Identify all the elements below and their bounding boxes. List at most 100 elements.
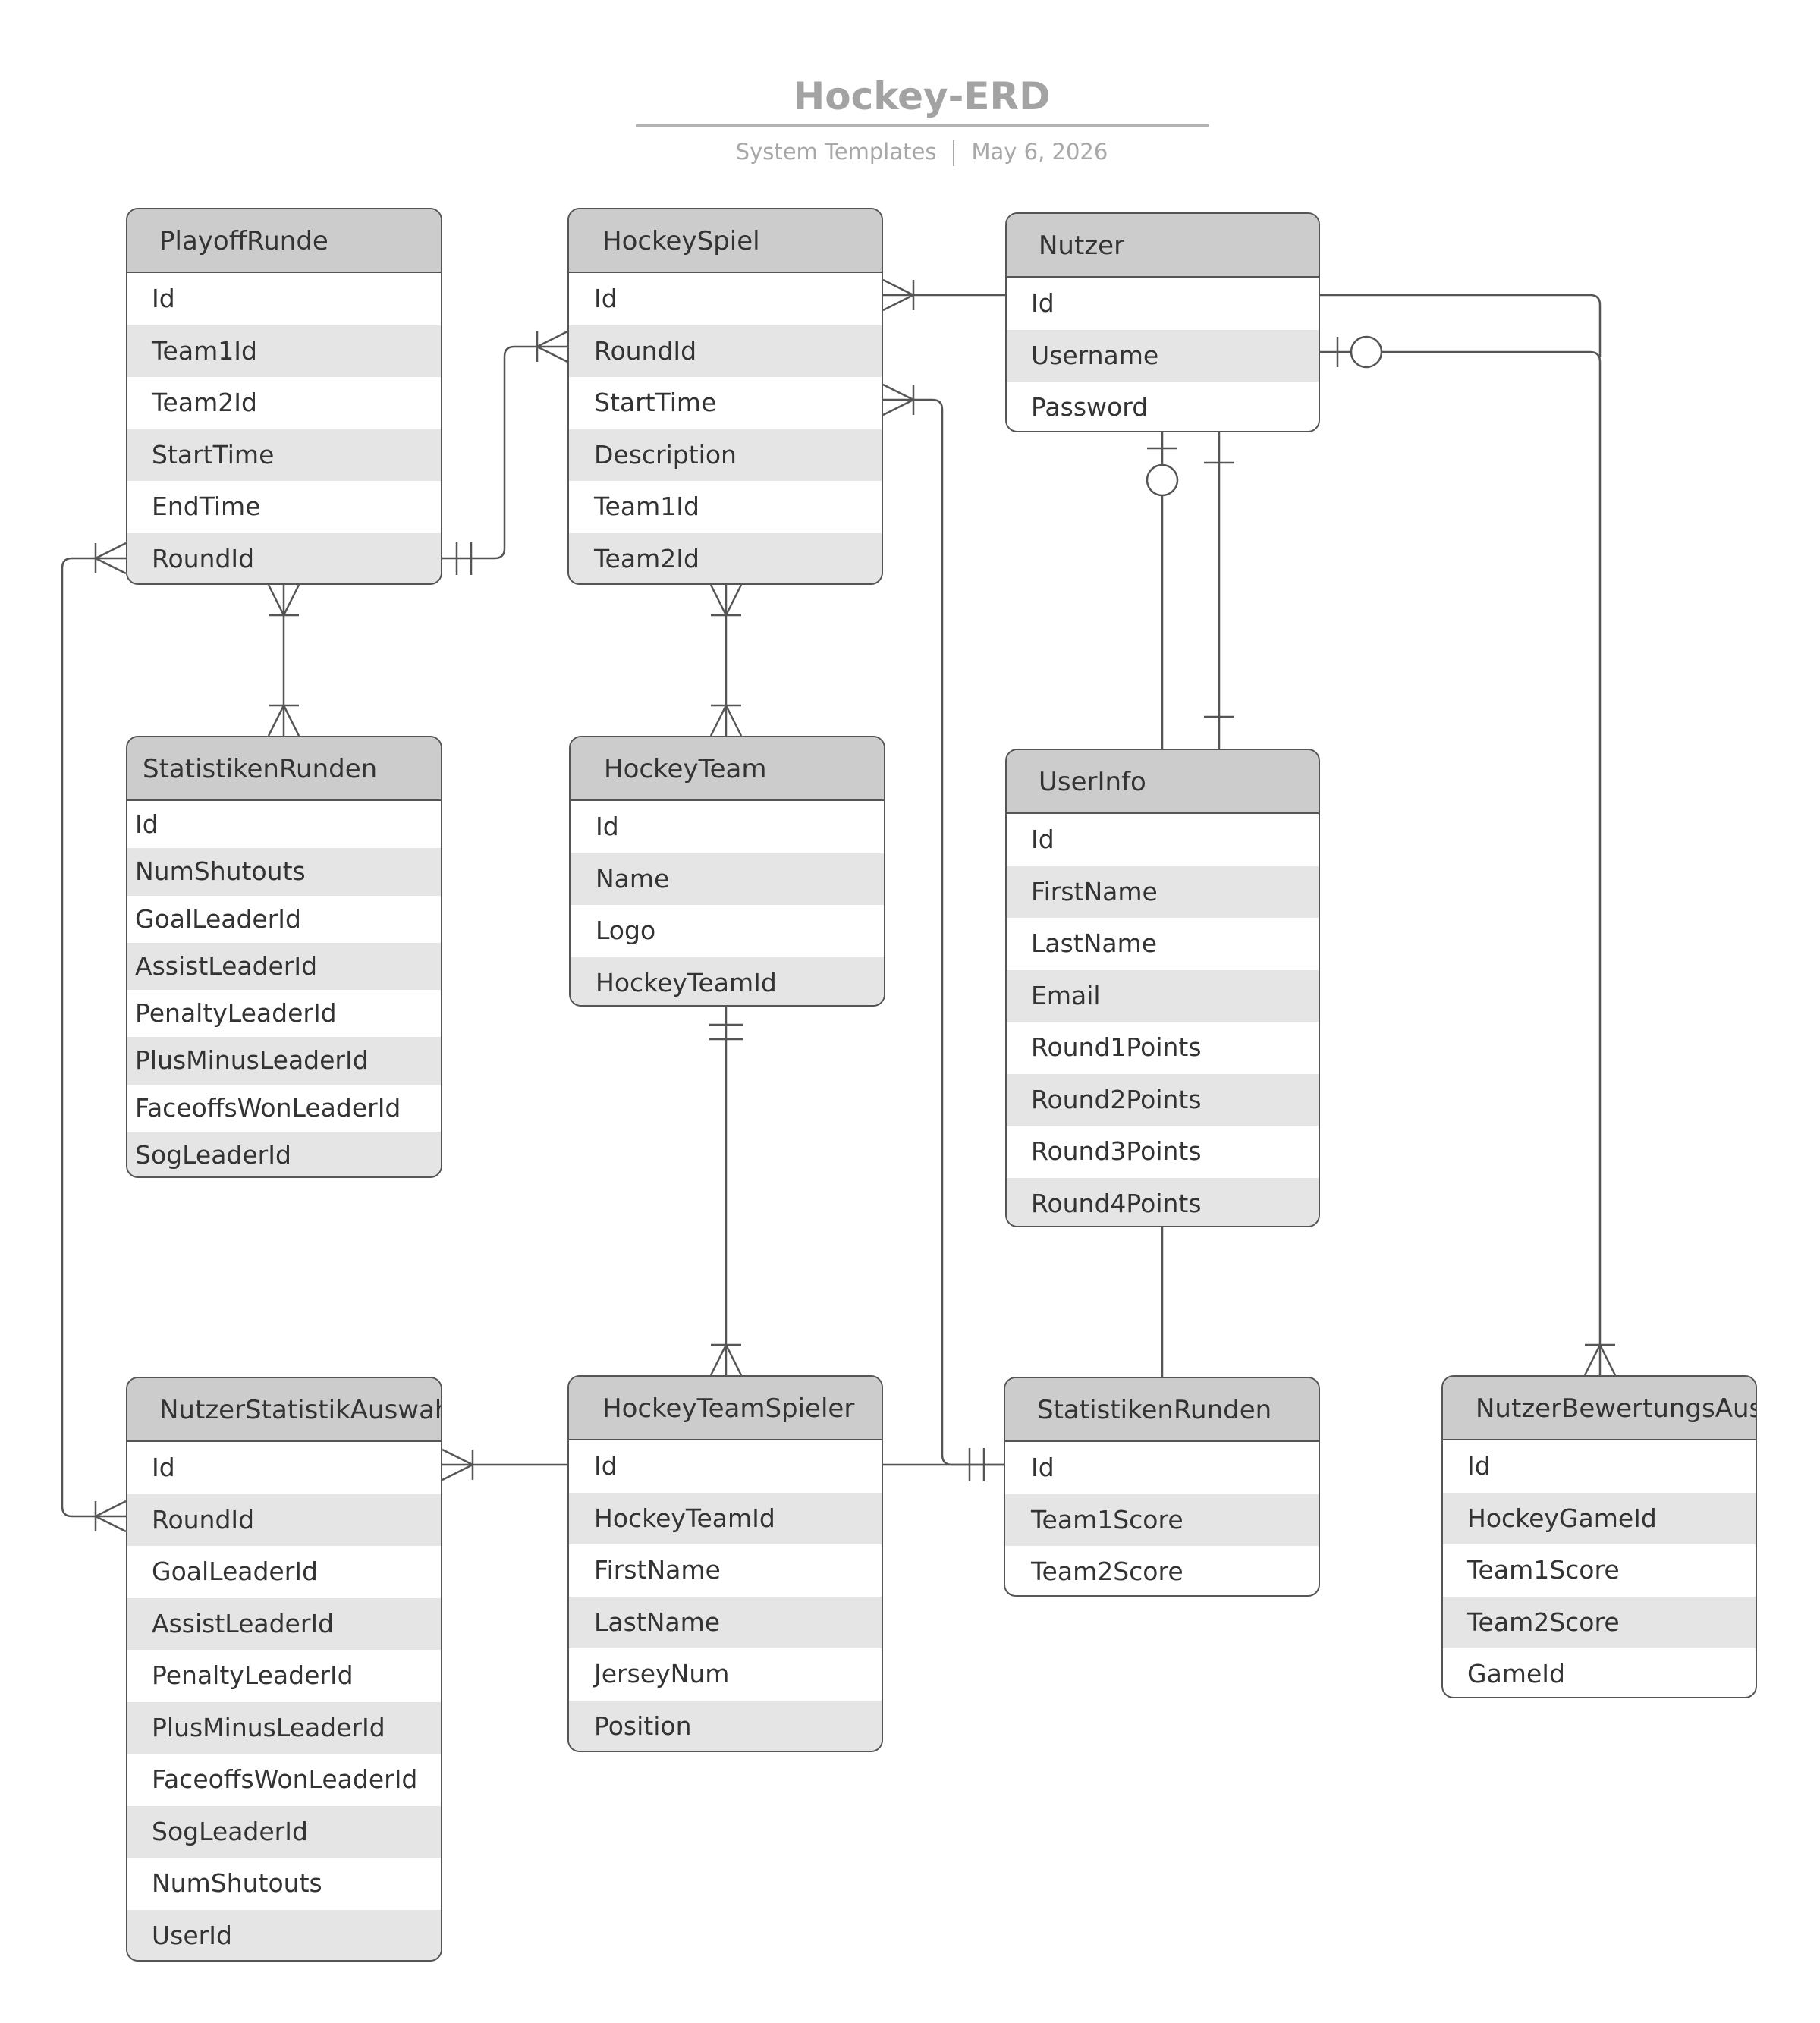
field-row: LastName [1031, 928, 1158, 958]
field-row: Id [594, 284, 618, 313]
field-row: Id [1031, 288, 1055, 318]
relationship-nutzer-nutzerbewertungsauswahl-1 [1320, 350, 1602, 1375]
field-row: PenaltyLeaderId [135, 998, 337, 1029]
entity-header: NutzerBewertungsAuswahl [1443, 1377, 1756, 1440]
entity-nutzer[interactable]: Nutzer Id Username Password [1005, 212, 1320, 432]
cardinality-many [267, 703, 300, 737]
field-row: NumShutouts [152, 1868, 322, 1898]
relationship-nutzer-nutzerbewertungsauswahl-2 [1320, 294, 1602, 357]
field-row: LastName [569, 1596, 882, 1648]
cardinality-many [1583, 1343, 1617, 1376]
entity-nutzerbewertungsauswahl[interactable]: NutzerBewertungsAuswahl Id HockeyGameId … [1441, 1375, 1757, 1698]
cardinality-one-mandatory [455, 542, 473, 575]
field-row: Id [1467, 1451, 1491, 1481]
entity-header: HockeyTeamSpieler [569, 1377, 882, 1440]
cardinality-zero-circle [1350, 335, 1383, 369]
cardinality-many [267, 584, 300, 617]
entity-header: StatistikenRunden [1005, 1378, 1319, 1442]
field-row: HockeyTeamId [569, 1492, 882, 1544]
entity-header: NutzerStatistikAuswahl [127, 1378, 441, 1442]
field-row: Password [1031, 392, 1149, 422]
field-row: Team1Score [1005, 1494, 1319, 1546]
field-row: GoalLeaderId [152, 1557, 318, 1586]
title-underline [636, 124, 1209, 127]
field-row: Id [152, 1453, 175, 1482]
field-row: Username [1007, 329, 1319, 382]
entity-hockeyteamspieler[interactable]: HockeyTeamSpieler Id HockeyTeamId FirstN… [567, 1375, 883, 1752]
field-row: Team1Id [127, 325, 441, 377]
cardinality-many [535, 330, 568, 363]
cardinality-many [709, 1343, 743, 1376]
relationship-playoffrunde-hockeyspiel [442, 345, 567, 560]
entity-hockeyteam[interactable]: HockeyTeam Id Name Logo HockeyTeamId [569, 736, 885, 1007]
field-row: EndTime [152, 492, 261, 521]
field-row: HockeyGameId [1443, 1492, 1756, 1544]
entity-hockeyspiel[interactable]: HockeySpiel Id RoundId StartTime Descrip… [567, 208, 883, 585]
page-title: Hockey-ERD [793, 74, 1051, 118]
cardinality-zero-circle [1146, 463, 1179, 497]
field-row: Name [571, 853, 884, 905]
field-row: Position [569, 1700, 882, 1751]
field-row: FaceoffsWonLeaderId [152, 1764, 418, 1794]
entity-header: HockeySpiel [569, 209, 882, 273]
entity-header: StatistikenRunden [127, 737, 441, 801]
subtitle-date: May 6, 2026 [971, 139, 1108, 165]
field-row: AssistLeaderId [127, 942, 441, 991]
field-row: NumShutouts [127, 848, 441, 896]
field-row: SogLeaderId [127, 1805, 441, 1858]
field-row: Team1Id [594, 492, 699, 521]
field-row: Id [152, 284, 175, 313]
relationship-playoffrunde-nutzerstatistikauswahl [61, 557, 126, 1518]
entity-playoffrunde[interactable]: PlayoffRunde Id Team1Id Team2Id StartTim… [126, 208, 442, 585]
cardinality-many [882, 383, 916, 416]
field-row: RoundId [127, 532, 441, 583]
field-row: Email [1007, 969, 1319, 1022]
field-row: StartTime [127, 429, 441, 481]
cardinality-many [709, 584, 743, 617]
cardinality-many [93, 1500, 127, 1533]
field-row: Id [1031, 1453, 1055, 1482]
field-row: FirstName [594, 1555, 721, 1585]
entity-userinfo[interactable]: UserInfo Id FirstName LastName Email Rou… [1005, 749, 1320, 1227]
field-row: Round3Points [1031, 1136, 1202, 1166]
field-row: Round1Points [1031, 1032, 1202, 1062]
entity-nutzerstatistikauswahl[interactable]: NutzerStatistikAuswahl Id RoundId GoalLe… [126, 1377, 442, 1962]
cardinality-many [709, 703, 743, 737]
field-row: GoalLeaderId [135, 903, 301, 934]
field-row: UserId [127, 1909, 441, 1960]
entity-statistikenrunden-1[interactable]: StatistikenRunden Id NumShutouts GoalLea… [126, 736, 442, 1178]
entity-header: Nutzer [1007, 214, 1319, 278]
field-row: StartTime [594, 388, 717, 417]
field-row: RoundId [569, 325, 882, 377]
field-row: Team2Score [1443, 1596, 1756, 1648]
field-row: PlusMinusLeaderId [127, 1701, 441, 1754]
field-row: PenaltyLeaderId [152, 1660, 354, 1690]
field-row: Description [569, 429, 882, 481]
page-subtitle: System Templates May 6, 2026 [0, 139, 1820, 166]
cardinality-one-mandatory [709, 1023, 743, 1041]
field-row: FirstName [1007, 865, 1319, 918]
relationship-statistikenrunden-hockeyspiel [883, 398, 1004, 1466]
field-row: Team2Id [569, 532, 882, 583]
entity-header: HockeyTeam [571, 737, 884, 801]
cardinality-many [882, 278, 916, 312]
entity-header: UserInfo [1007, 750, 1319, 814]
field-row: Logo [596, 916, 656, 945]
field-row: GameId [1467, 1659, 1565, 1688]
field-row: HockeyTeamId [571, 957, 884, 1005]
cardinality-many [93, 542, 127, 575]
field-row: RoundId [127, 1494, 441, 1546]
subtitle-source: System Templates [735, 139, 937, 165]
field-row: PlusMinusLeaderId [127, 1037, 441, 1085]
field-row: JerseyNum [594, 1659, 730, 1688]
field-row: Round2Points [1007, 1073, 1319, 1126]
entity-statistikenrunden-2[interactable]: StatistikenRunden Id Team1Score Team2Sco… [1004, 1377, 1320, 1597]
field-row: Team2Id [152, 388, 257, 417]
field-row: Id [135, 809, 159, 839]
field-row: Team2Score [1031, 1557, 1183, 1586]
subtitle-separator [953, 140, 955, 166]
field-row: Id [1031, 825, 1055, 854]
field-row: AssistLeaderId [127, 1597, 441, 1650]
entity-header: PlayoffRunde [127, 209, 441, 273]
